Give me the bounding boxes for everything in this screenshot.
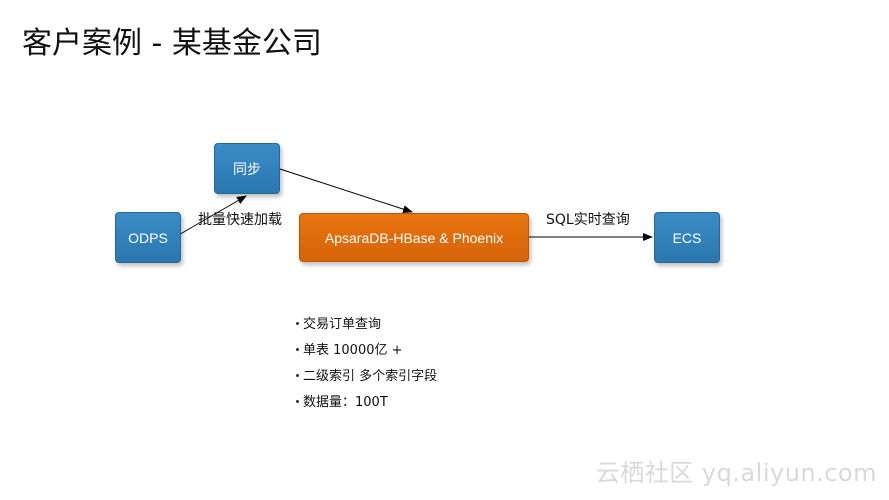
bullet-item: 数据量：100T	[296, 392, 437, 418]
bullet-item: 单表 10000亿 +	[296, 340, 437, 366]
bullet-text: 单表 10000亿 +	[303, 343, 403, 358]
node-sync: 同步	[214, 143, 280, 194]
bullet-item: 交易订单查询	[296, 314, 437, 340]
bullet-dot-icon	[296, 399, 299, 403]
feature-bullet-list: 交易订单查询 单表 10000亿 + 二级索引 多个索引字段 数据量：100T	[296, 314, 437, 418]
bullet-dot-icon	[296, 347, 299, 351]
edge-label-sql-query: SQL实时查询	[546, 212, 630, 228]
bullet-text: 交易订单查询	[303, 317, 382, 332]
edge-label-bulk-load: 批量快速加载	[198, 212, 282, 228]
node-odps-label: ODPS	[128, 229, 168, 246]
bullet-text: 二级索引 多个索引字段	[303, 369, 438, 384]
watermark: 云栖社区 yq.aliyun.com	[595, 459, 877, 487]
edge-odps-to-sync	[169, 195, 247, 241]
node-sync-label: 同步	[233, 160, 261, 177]
node-odps: ODPS	[115, 212, 181, 263]
bullet-text: 数据量：100T	[303, 395, 388, 410]
node-ecs-label: ECS	[672, 229, 702, 246]
node-hbase-phoenix: ApsaraDB-HBase & Phoenix	[299, 213, 529, 262]
bullet-dot-icon	[296, 373, 299, 377]
edge-sync-to-hbase	[279, 168, 413, 214]
bullet-item: 二级索引 多个索引字段	[296, 366, 437, 392]
node-hbase-phoenix-label: ApsaraDB-HBase & Phoenix	[324, 229, 504, 246]
page-title: 客户案例 - 某基金公司	[22, 26, 322, 61]
bullet-dot-icon	[296, 321, 299, 325]
node-ecs: ECS	[654, 212, 720, 263]
